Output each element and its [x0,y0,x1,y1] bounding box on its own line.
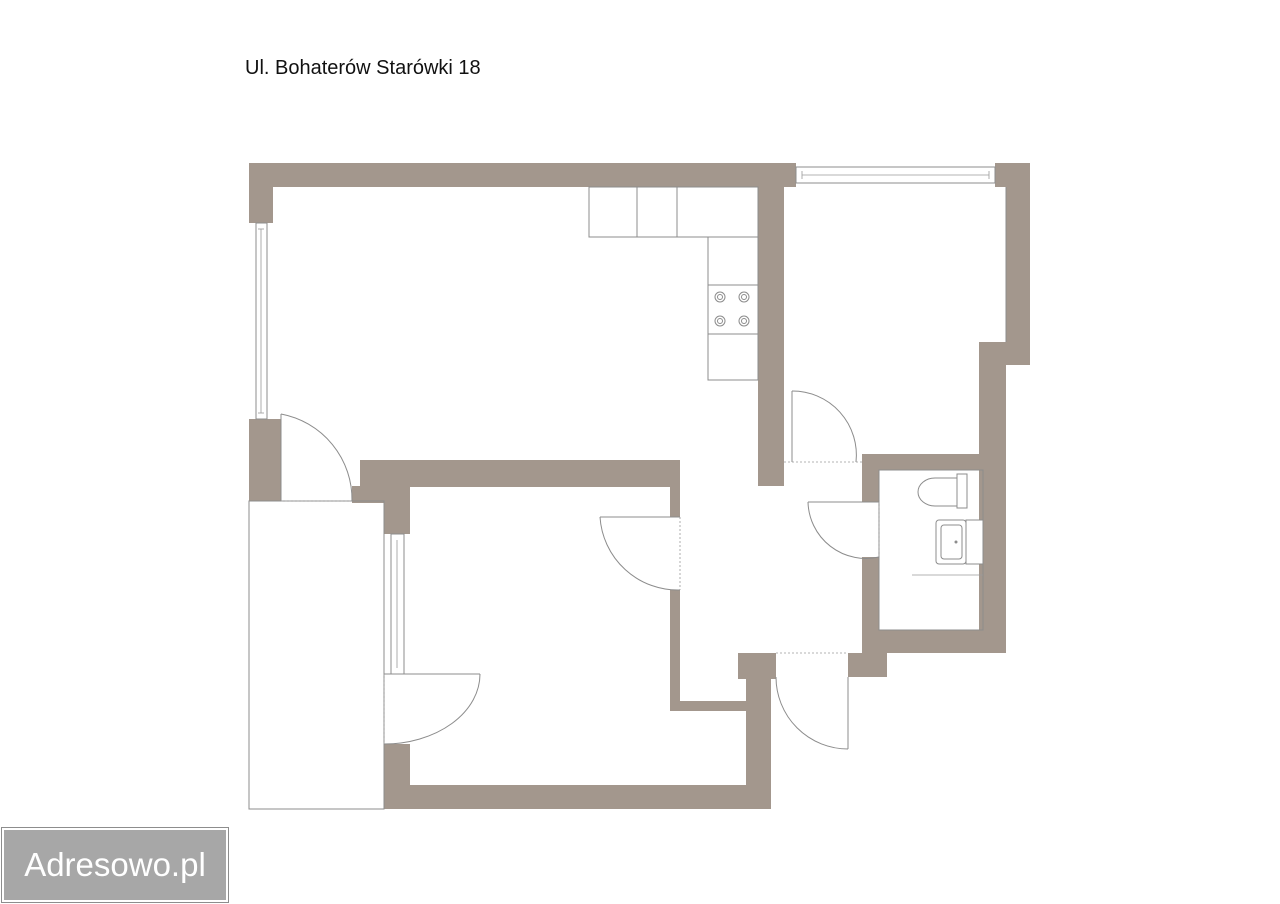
page-title: Ul. Bohaterów Starówki 18 [245,57,481,79]
sink-icon [935,519,984,565]
door-entrance-icon [775,652,849,750]
windows [255,166,996,675]
door-bedroom-balcony-icon [383,673,481,745]
door-right-room-icon [784,390,862,463]
watermark-logo: Adresowo.pl [1,827,229,903]
door-balcony-icon [280,413,353,502]
walls [249,163,1030,809]
door-bathroom-icon [807,501,880,559]
stove-icon [714,291,750,327]
watermark-text: Adresowo.pl [24,846,206,883]
toilet-icon [917,473,968,509]
kitchen-counter [588,186,759,381]
door-bedroom-icon [599,516,681,591]
